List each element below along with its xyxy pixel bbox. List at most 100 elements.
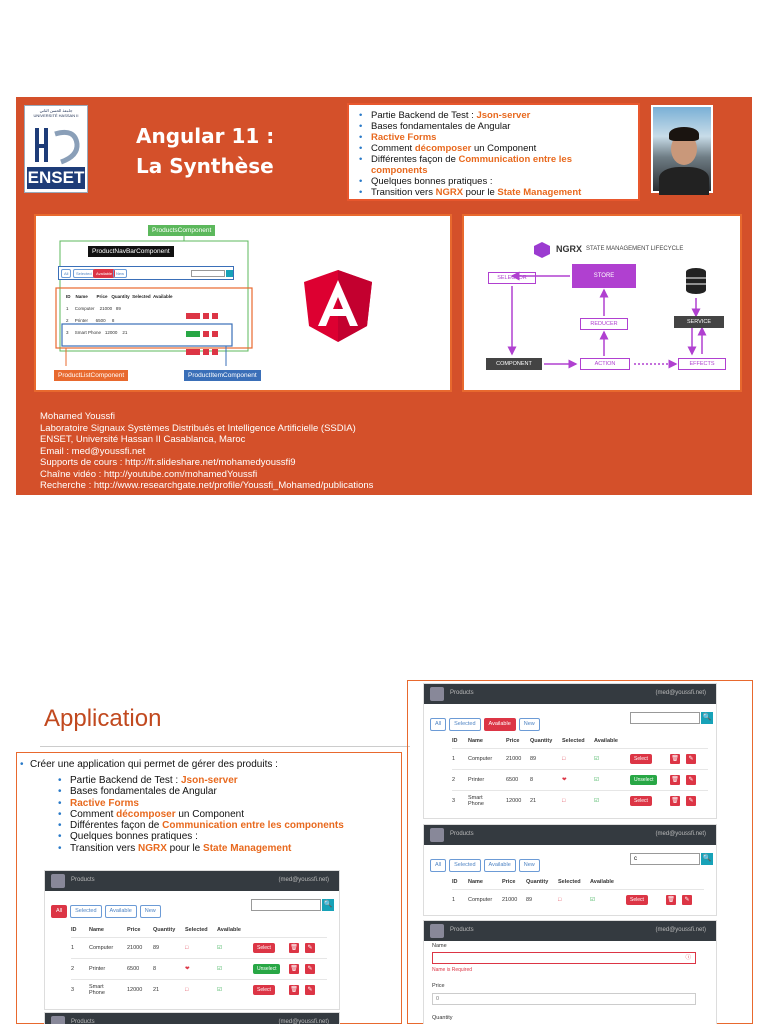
- delete-icon[interactable]: 🗑: [289, 963, 299, 974]
- navbar-user[interactable]: (med@youssfi.net): [655, 927, 706, 933]
- name-field[interactable]: ⓘ: [432, 952, 696, 964]
- topic-item: Partie Backend de Test : Json-server: [359, 110, 628, 121]
- component-connector-lines: [55, 235, 253, 366]
- edit-icon[interactable]: ✎: [305, 942, 315, 953]
- search-input[interactable]: [630, 712, 700, 724]
- edit-icon[interactable]: ✎: [686, 774, 696, 785]
- filter-selected-button[interactable]: Selected: [449, 718, 481, 731]
- available-check-icon: ☑: [590, 888, 626, 910]
- delete-icon[interactable]: 🗑: [670, 753, 680, 764]
- mini-row: 1 Computer 21000 89: [66, 306, 121, 311]
- select-button[interactable]: Select: [630, 753, 652, 764]
- ngrx-diagram: NGRX STATE MANAGEMENT LIFECYCLE SELECTOR…: [462, 214, 742, 392]
- navbar-brand[interactable]: Products: [450, 927, 474, 933]
- navbar: Products (med@youssfi.net): [45, 871, 339, 891]
- search-icon[interactable]: 🔍: [322, 899, 334, 911]
- unselected-icon: □: [558, 888, 590, 910]
- university-mark-icon: [35, 128, 80, 165]
- new-product-button[interactable]: New: [139, 905, 161, 918]
- mini-filter-selected: Selected: [73, 269, 95, 278]
- new-product-button[interactable]: New: [518, 859, 540, 872]
- available-check-icon: ☑: [217, 936, 253, 958]
- unselected-icon: □: [185, 978, 217, 1000]
- select-button[interactable]: Select: [253, 942, 275, 953]
- contact-line: Chaîne vidéo : http://youtube.com/mohame…: [40, 468, 258, 480]
- delete-icon[interactable]: 🗑: [289, 984, 299, 995]
- delete-icon[interactable]: 🗑: [670, 795, 680, 806]
- name-error: Name is Required: [432, 967, 473, 973]
- ngrx-heading: STATE MANAGEMENT LIFECYCLE: [586, 246, 684, 252]
- component-diagram: ProductsComponent ProductNavBarComponent…: [34, 214, 452, 392]
- navbar-user[interactable]: (med@youssfi.net): [655, 690, 706, 696]
- delete-icon[interactable]: 🗑: [666, 894, 676, 905]
- navbar-brand[interactable]: Products: [450, 690, 474, 696]
- logo-label: ENSET: [27, 167, 85, 189]
- filter-available-button[interactable]: Available: [104, 905, 137, 918]
- edit-icon[interactable]: ✎: [682, 894, 692, 905]
- select-button[interactable]: Select: [253, 984, 275, 995]
- mini-navbar: All Selected Available New: [58, 266, 234, 280]
- navbar-brand[interactable]: Products: [71, 877, 95, 883]
- navbar-brand[interactable]: Products: [450, 831, 474, 837]
- edit-icon[interactable]: ✎: [686, 753, 696, 764]
- search-icon[interactable]: 🔍: [701, 712, 713, 724]
- topic-item: Différentes façon de Communication entre…: [359, 154, 628, 176]
- delete-icon[interactable]: 🗑: [670, 774, 680, 785]
- navbar-brand[interactable]: Products: [71, 1019, 95, 1024]
- navbar-user[interactable]: (med@youssfi.net): [278, 1019, 329, 1024]
- edit-icon[interactable]: ✎: [305, 984, 315, 995]
- mini-search-icon: [226, 270, 233, 277]
- avatar: [430, 687, 444, 701]
- price-label: Price: [432, 983, 445, 989]
- edit-icon[interactable]: ✎: [686, 795, 696, 806]
- topic-item: Transition vers NGRX pour le State Manag…: [58, 843, 344, 855]
- navbar: Products (med@youssfi.net): [424, 921, 716, 941]
- ngrx-node-action: ACTION: [580, 358, 630, 370]
- search-input[interactable]: c: [630, 853, 700, 865]
- select-button[interactable]: Select: [630, 795, 652, 806]
- filter-selected-button[interactable]: Selected: [70, 905, 102, 918]
- ngrx-node-effects: EFFECTS: [678, 358, 726, 370]
- photo-shirt: [659, 167, 709, 195]
- filter-all-button[interactable]: All: [430, 718, 447, 731]
- new-product-button[interactable]: New: [518, 718, 540, 731]
- filter-all-button[interactable]: All: [51, 905, 68, 918]
- filter-selected-button[interactable]: Selected: [449, 859, 481, 872]
- filter-available-button[interactable]: Available: [483, 859, 516, 872]
- slide-title: Angular 11 : La Synthèse: [136, 121, 274, 181]
- available-check-icon: ☑: [594, 747, 630, 769]
- unselected-icon: □: [562, 747, 594, 769]
- unselect-button[interactable]: Unselect: [253, 963, 281, 974]
- quantity-label: Quantity: [432, 1015, 453, 1021]
- unselect-button[interactable]: Unselect: [630, 774, 658, 785]
- navbar-user[interactable]: (med@youssfi.net): [655, 831, 706, 837]
- select-button[interactable]: Select: [626, 894, 648, 905]
- topic-item: Quelques bonnes pratiques :: [359, 176, 628, 187]
- navbar-user[interactable]: (med@youssfi.net): [278, 877, 329, 883]
- price-field[interactable]: 0: [432, 993, 696, 1005]
- ngrx-lifecycle-arrows: [507, 242, 707, 369]
- topic-item: Bases fondamentales de Angular: [58, 786, 344, 798]
- search-input[interactable]: [251, 899, 321, 911]
- delete-icon[interactable]: 🗑: [289, 942, 299, 953]
- title-line-1: Angular 11 :: [136, 124, 275, 148]
- ngrx-node-store: STORE: [572, 264, 636, 288]
- slide2-lead: Créer une application qui permet de gére…: [20, 759, 278, 771]
- edit-icon[interactable]: ✎: [305, 963, 315, 974]
- search-icon[interactable]: 🔍: [701, 853, 713, 865]
- mini-table-header: ID Name Price Quantity Selected Availabl…: [66, 294, 173, 299]
- filter-available-button[interactable]: Available: [483, 718, 516, 731]
- title-divider: [40, 746, 410, 747]
- filter-all-button[interactable]: All: [430, 859, 447, 872]
- navbar: Products (med@youssfi.net): [424, 825, 716, 845]
- navbar: Products (med@youssfi.net): [424, 684, 716, 704]
- app-screenshot-new-form: Products (med@youssfi.net) Name ⓘ Name i…: [423, 920, 717, 1024]
